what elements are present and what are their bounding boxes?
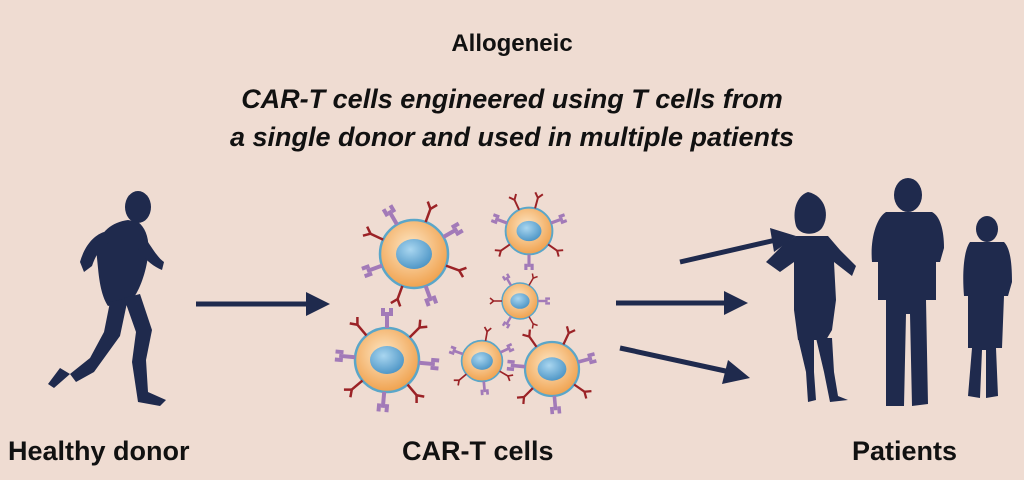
runner-icon <box>48 191 166 406</box>
diagram-title: Allogeneic <box>451 30 573 57</box>
label-car-t-cells: CAR-T cells <box>402 436 554 466</box>
car-t-cell-icon <box>489 272 550 330</box>
arrow-icon <box>679 228 796 265</box>
subtitle-line-2: a single donor and used in multiple pati… <box>229 122 795 152</box>
arrow-icon <box>619 345 750 384</box>
diagram-subtitle: CAR-T cells engineered using T cells fro… <box>0 80 1024 156</box>
arrow-icon <box>616 291 748 315</box>
arrow-icon <box>196 292 330 316</box>
car-t-cells <box>334 191 597 415</box>
car-t-cell-icon <box>334 308 440 413</box>
car-t-cell-icon <box>506 325 597 415</box>
car-t-cell-icon <box>490 191 568 270</box>
car-t-cell-icon <box>361 200 468 308</box>
label-patients: Patients <box>852 436 958 466</box>
subtitle-line-1: CAR-T cells engineered using T cells fro… <box>241 84 783 114</box>
woman-icon <box>766 192 856 402</box>
child-icon <box>963 216 1012 398</box>
car-t-cell-icon <box>448 326 515 396</box>
man-icon <box>871 178 944 406</box>
label-healthy-donor: Healthy donor <box>8 436 190 466</box>
